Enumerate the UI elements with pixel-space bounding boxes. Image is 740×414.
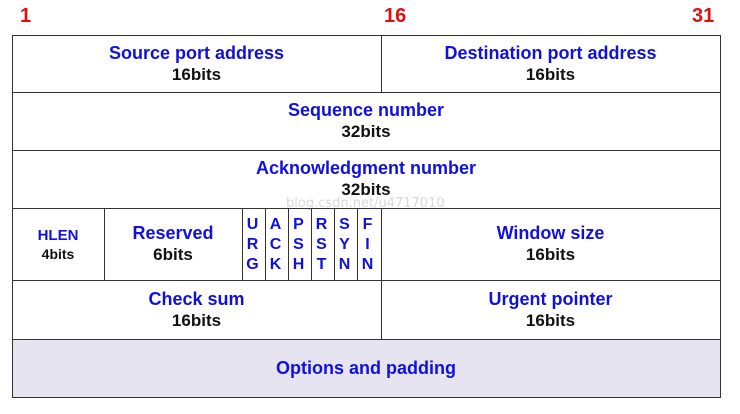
- flag-divider: [334, 208, 335, 280]
- destination-port-bits: 16bits: [525, 65, 576, 84]
- flag-divider: [357, 208, 358, 280]
- options-background: [12, 339, 720, 397]
- checksum-bits: 16bits: [171, 310, 222, 330]
- flag-urg-letter: R: [246, 236, 259, 253]
- row-divider: [12, 150, 721, 151]
- flag-ack-letter: A: [269, 216, 282, 233]
- flag-rst-letter: T: [316, 256, 327, 273]
- flag-urg-letter: G: [246, 256, 259, 273]
- row-divider: [12, 280, 721, 281]
- flag-psh-letter: S: [293, 236, 304, 253]
- outer-border-top: [12, 35, 721, 36]
- urgent-pointer-bits: 16bits: [525, 310, 576, 330]
- acknowledgment-number-label: Acknowledgment number: [255, 158, 477, 178]
- watermark: blog.csdn.net/u4717010: [286, 196, 445, 211]
- window-size-field: Window size 16bits: [381, 208, 720, 280]
- outer-border-bottom: [12, 397, 721, 398]
- row-divider: [12, 208, 721, 209]
- flag-syn-letter: S: [339, 216, 350, 233]
- flag-syn-letter: N: [338, 256, 351, 273]
- bit-marker-middle: 16: [384, 5, 407, 27]
- options-field: Options and padding: [12, 339, 720, 397]
- flag-fin: F I N: [358, 212, 377, 278]
- column-divider: [381, 35, 382, 92]
- sequence-number-label: Sequence number: [287, 100, 445, 120]
- row-divider: [12, 339, 721, 340]
- outer-border-right: [720, 35, 721, 398]
- column-divider: [242, 208, 243, 280]
- row-divider: [12, 92, 721, 93]
- flag-ack-letter: C: [269, 236, 282, 253]
- flag-fin-letter: F: [362, 216, 373, 233]
- flag-divider: [311, 208, 312, 280]
- flag-psh-letter: H: [292, 256, 305, 273]
- hlen-field: HLEN 4bits: [12, 208, 104, 280]
- flag-rst-letter: S: [316, 236, 327, 253]
- flag-syn-letter: Y: [339, 236, 350, 253]
- checksum-label: Check sum: [148, 288, 245, 309]
- source-port-label: Source port address: [108, 43, 285, 63]
- flag-ack-letter: K: [269, 256, 282, 273]
- options-label: Options and padding: [276, 358, 456, 378]
- hlen-label: HLEN: [37, 226, 79, 244]
- destination-port-field: Destination port address 16bits: [381, 36, 720, 92]
- flag-ack: A C K: [266, 212, 285, 278]
- column-divider: [104, 208, 105, 280]
- hlen-bits: 4bits: [41, 245, 75, 262]
- flag-syn: S Y N: [335, 212, 354, 278]
- source-port-bits: 16bits: [171, 65, 222, 84]
- bit-marker-start: 1: [20, 5, 32, 27]
- reserved-field: Reserved 6bits: [104, 208, 242, 280]
- column-divider: [381, 208, 382, 339]
- urgent-pointer-field: Urgent pointer 16bits: [381, 280, 720, 339]
- urgent-pointer-label: Urgent pointer: [488, 288, 613, 309]
- outer-border-left: [12, 35, 13, 398]
- flag-divider: [288, 208, 289, 280]
- flag-rst-letter: R: [315, 216, 328, 233]
- flag-divider: [265, 208, 266, 280]
- flag-urg: U R G: [243, 212, 262, 278]
- window-size-bits: 16bits: [525, 245, 576, 264]
- flag-fin-letter: N: [361, 256, 374, 273]
- checksum-field: Check sum 16bits: [12, 280, 381, 339]
- sequence-number-field: Sequence number 32bits: [12, 92, 720, 150]
- reserved-bits: 6bits: [153, 245, 193, 264]
- acknowledgment-number-field: Acknowledgment number 32bits: [12, 150, 720, 208]
- flag-fin-letter: I: [365, 236, 370, 253]
- destination-port-label: Destination port address: [444, 43, 657, 63]
- source-port-field: Source port address 16bits: [12, 36, 381, 92]
- sequence-number-bits: 32bits: [341, 122, 391, 141]
- flag-psh: P S H: [289, 212, 308, 278]
- flag-psh-letter: P: [293, 216, 304, 233]
- acknowledgment-number-bits: 32bits: [341, 180, 391, 199]
- reserved-label: Reserved: [132, 223, 214, 243]
- flag-urg-letter: U: [246, 216, 259, 233]
- flag-rst: R S T: [312, 212, 331, 278]
- window-size-label: Window size: [496, 223, 605, 243]
- bit-marker-end: 31: [692, 5, 715, 27]
